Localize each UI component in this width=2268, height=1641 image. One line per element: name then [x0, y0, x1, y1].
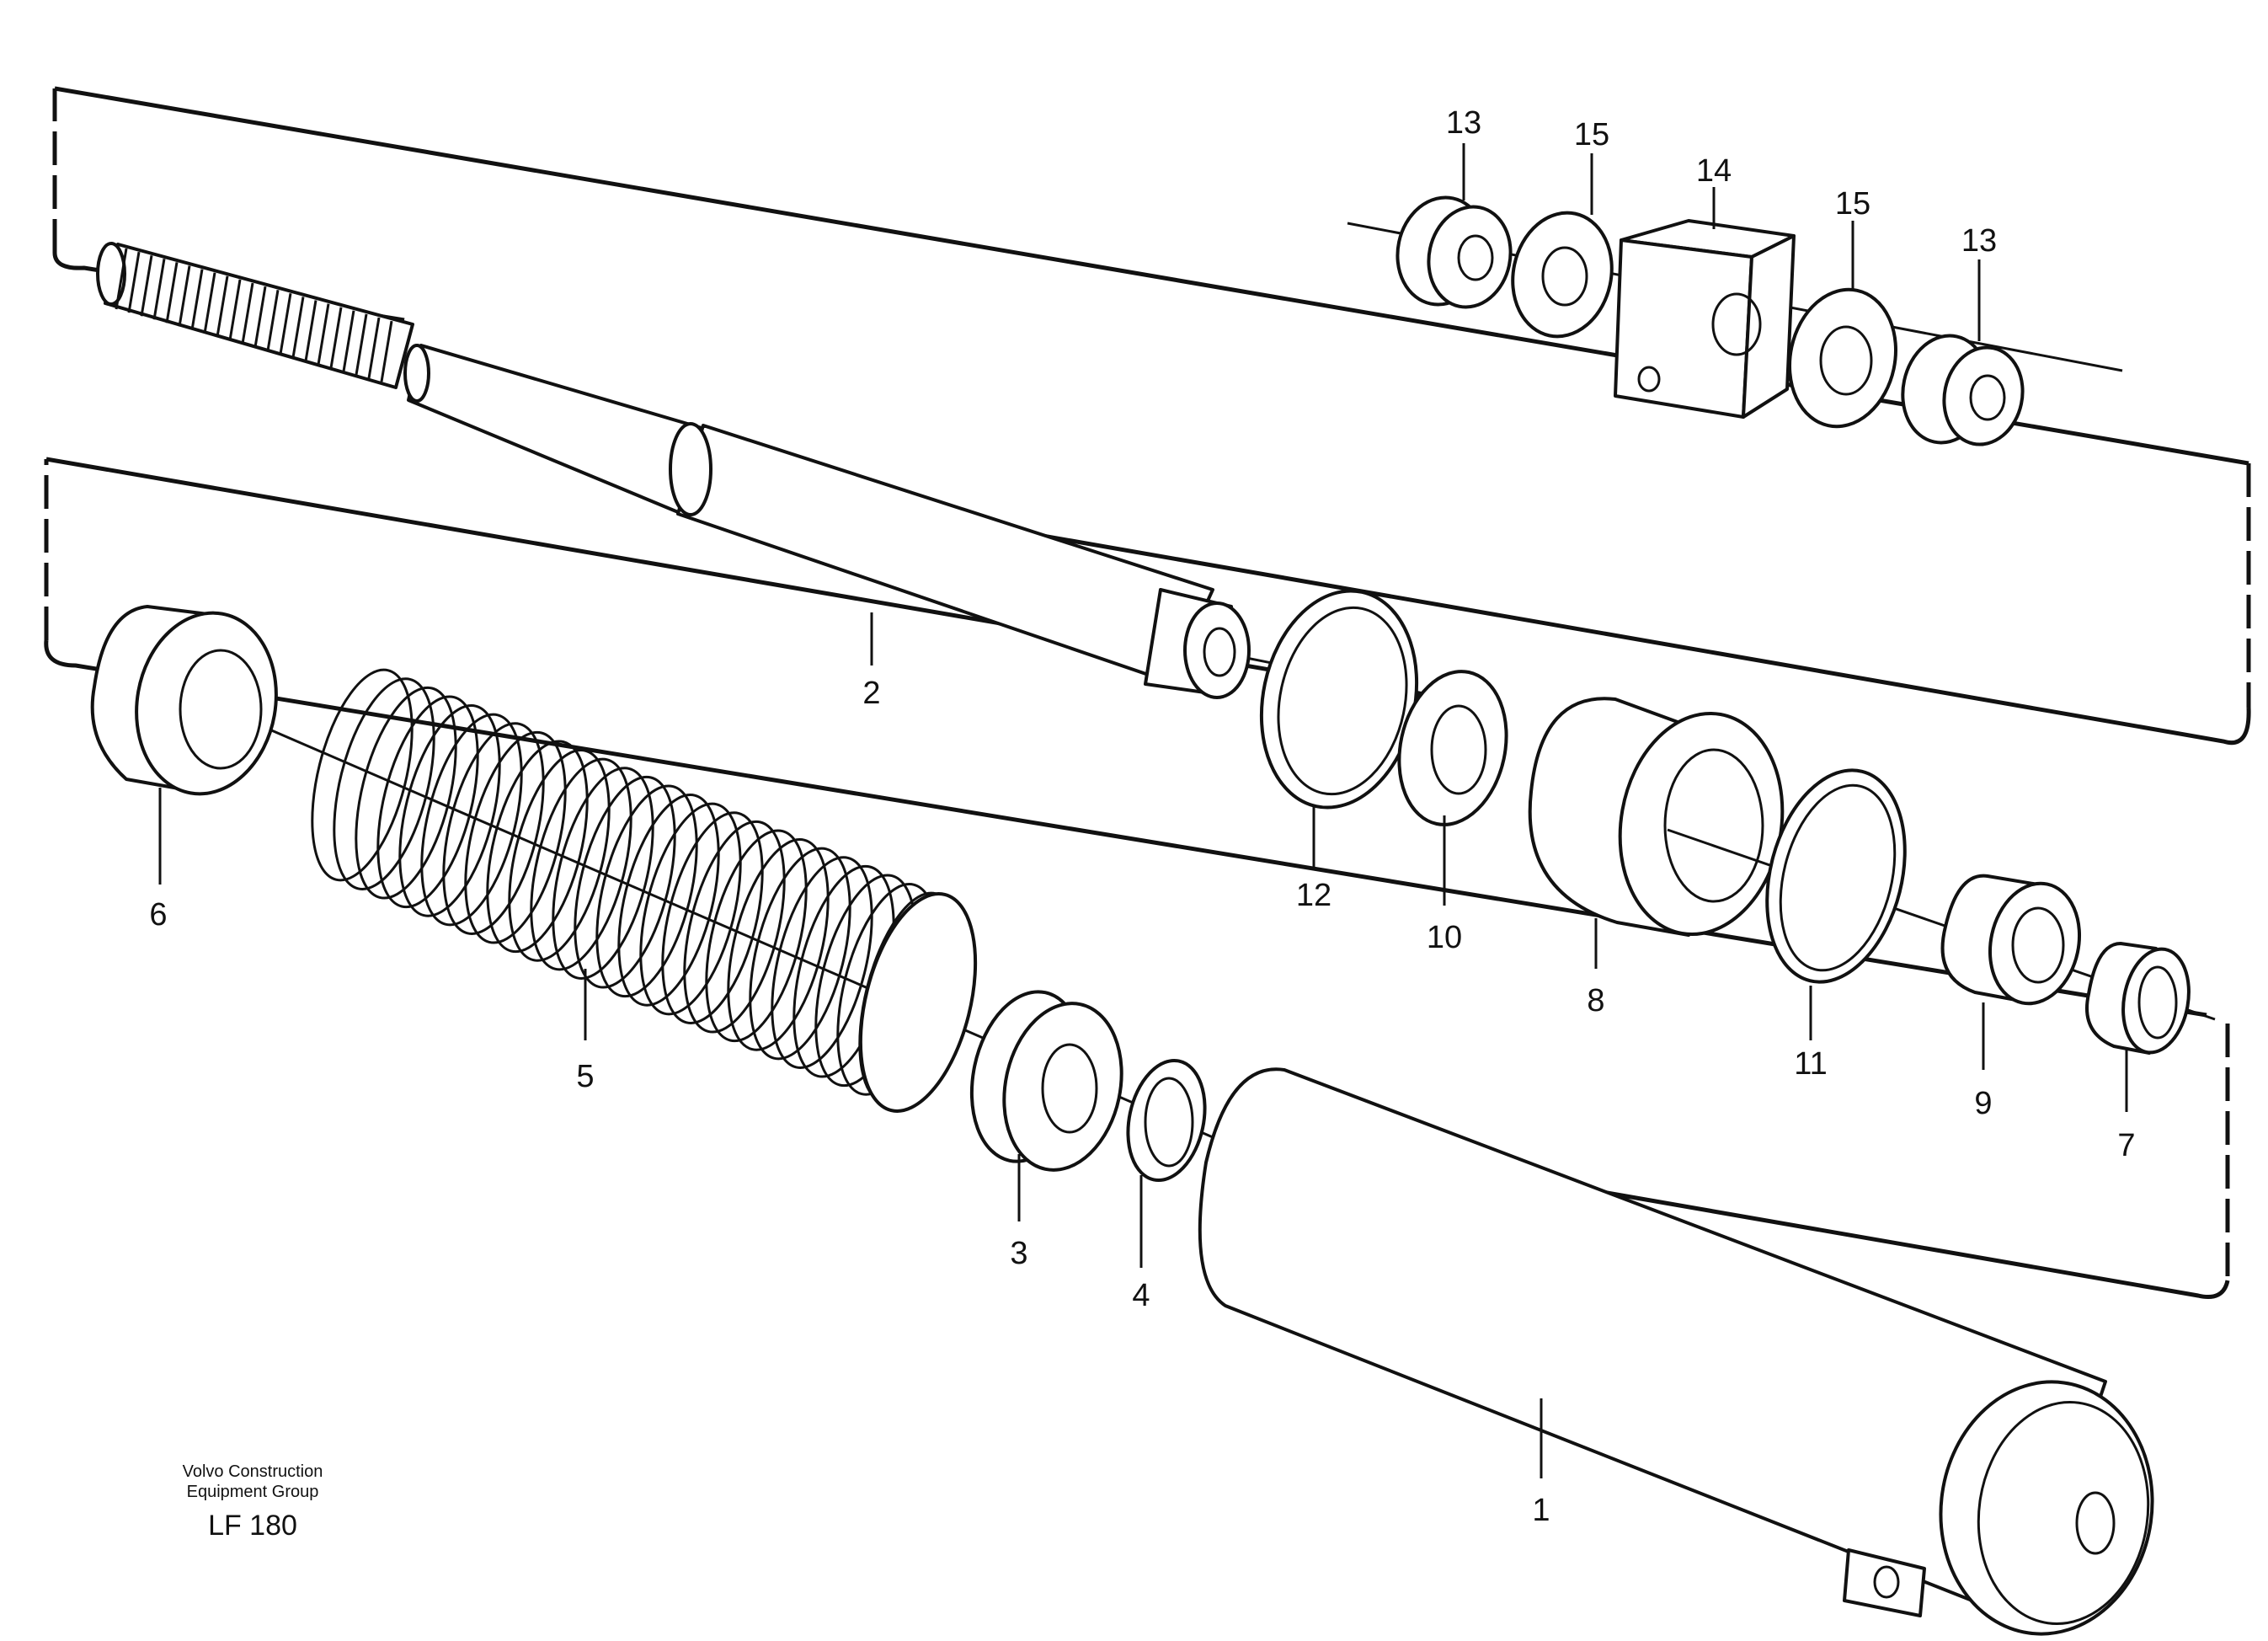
brand-name-line1: Volvo Construction: [182, 1462, 323, 1481]
part-13-nut-left: [1395, 195, 1513, 309]
thread-mark: [190, 269, 204, 330]
part-label-13b: 13: [1961, 223, 1997, 259]
upper-assembly-frame: [52, 86, 2251, 745]
spring-coil: [398, 704, 501, 917]
spring-coil: [727, 838, 830, 1051]
part-label-4: 4: [1132, 1278, 1150, 1313]
part-14-block: [1614, 219, 1796, 419]
part-13-nut-right: [1901, 334, 2025, 446]
thread-mark: [380, 320, 393, 382]
thread-mark: [165, 262, 179, 323]
thread-mark: [329, 307, 343, 368]
rod-thread-marks: [115, 248, 393, 382]
part-label-12: 12: [1296, 878, 1331, 913]
part-1-cylinder-tube: [1198, 1067, 2154, 1636]
thread-mark: [279, 293, 292, 355]
spring-coil: [486, 740, 589, 954]
part-10-seal: [1397, 670, 1508, 826]
part-label-3: 3: [1010, 1236, 1027, 1271]
brand-name-line2: Equipment Group: [186, 1483, 319, 1501]
thread-mark: [178, 265, 191, 327]
thread-mark: [152, 259, 166, 320]
part-label-9: 9: [1974, 1086, 1992, 1121]
spring-coil: [508, 749, 611, 962]
part-11-ring: [1765, 768, 1907, 984]
part-label-10: 10: [1427, 920, 1462, 955]
part-12-o-ring: [1259, 589, 1419, 810]
spring-coil: [705, 829, 808, 1043]
spring-coil: [683, 820, 786, 1034]
part-7-sleeve: [2085, 942, 2191, 1055]
spring-coil: [552, 767, 654, 980]
spring-coil: [376, 695, 479, 909]
thread-mark: [216, 275, 229, 338]
part-6-end-cap: [90, 605, 278, 796]
thread-mark: [367, 317, 381, 379]
part-9-bushing: [1940, 874, 2082, 1006]
part-label-5: 5: [576, 1059, 594, 1094]
spring-coil: [420, 713, 523, 927]
thread-mark: [203, 272, 216, 334]
thread-mark: [317, 303, 330, 365]
spring-coil: [749, 847, 851, 1061]
spring-coil: [442, 722, 545, 935]
thread-mark: [291, 297, 305, 358]
part-label-6: 6: [149, 897, 167, 933]
part-labels: 1 2 3 4 5 6 7 8 9 10 11 12 13 13 14 15 1…: [149, 105, 2135, 1528]
part-label-8: 8: [1587, 983, 1604, 1018]
brand-block: Volvo Construction Equipment Group LF 18…: [126, 1462, 379, 1544]
thread-mark: [253, 286, 267, 348]
spring-coil: [355, 686, 457, 900]
part-15-washer-left: [1511, 211, 1614, 339]
part-label-7: 7: [2117, 1128, 2135, 1163]
part-3-spring-seat: [969, 990, 1123, 1172]
part-5-spring: [311, 668, 978, 1113]
thread-mark: [355, 313, 368, 376]
spring-coil: [333, 677, 435, 890]
part-label-15b: 15: [1835, 186, 1870, 222]
part-label-13a: 13: [1446, 105, 1481, 141]
leader-lines: [158, 143, 2128, 1478]
thread-mark: [304, 300, 318, 361]
diagram-code: LF 180: [208, 1510, 297, 1542]
thread-mark: [127, 251, 141, 313]
thread-mark: [342, 310, 355, 372]
spring-coil: [771, 856, 873, 1069]
spring-coil: [574, 775, 676, 989]
thread-mark: [115, 248, 128, 310]
thread-mark: [140, 254, 153, 317]
spring-coil: [595, 784, 698, 998]
part-label-11: 11: [1794, 1046, 1827, 1082]
spring-coil: [311, 668, 414, 882]
spring-coil: [639, 802, 742, 1016]
part-label-2: 2: [862, 676, 880, 711]
spring-coil: [661, 811, 764, 1024]
thread-mark: [266, 289, 280, 351]
spring-coil: [464, 730, 567, 944]
thread-mark: [241, 282, 254, 345]
part-8-bushing: [1528, 697, 1785, 937]
part-15-washer-right: [1788, 287, 1897, 429]
part-label-15a: 15: [1574, 117, 1609, 152]
part-label-14: 14: [1696, 153, 1732, 189]
part-2-piston-rod: [96, 242, 1433, 699]
part-4-retaining-ring: [1126, 1058, 1207, 1183]
spring-coil: [530, 757, 632, 971]
thread-mark: [228, 279, 242, 341]
spring-end-coil: [858, 892, 978, 1113]
part-label-1: 1: [1532, 1493, 1550, 1528]
spring-coil: [617, 794, 720, 1007]
